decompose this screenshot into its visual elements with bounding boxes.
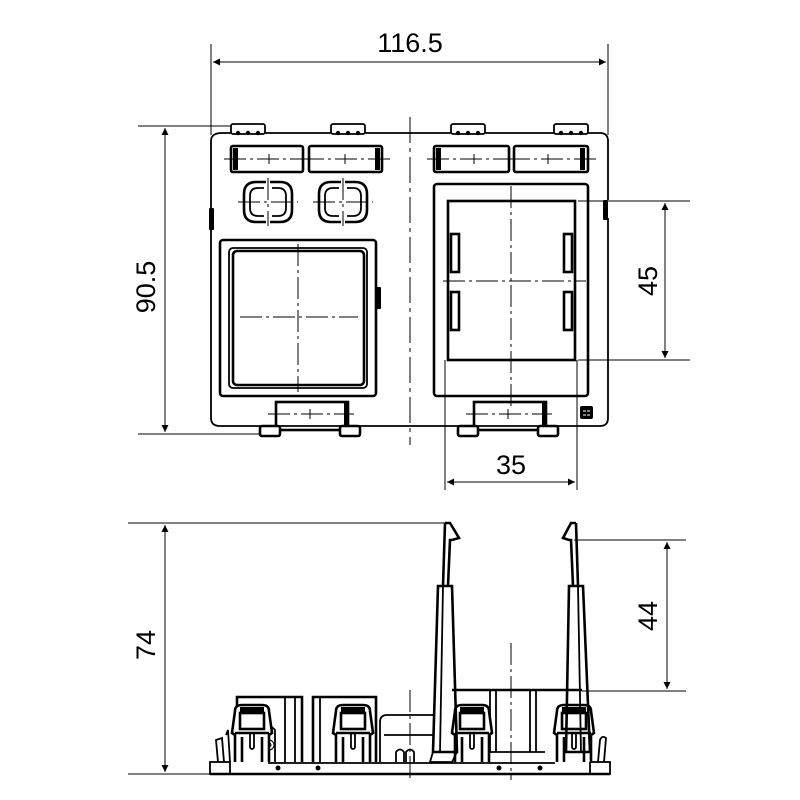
top-view: 116.5 90.5	[131, 28, 690, 490]
dimension-overall-height: 90.5	[131, 125, 262, 435]
dimension-label-module-width: 35	[496, 450, 526, 480]
dimension-label-side-height: 74	[131, 630, 161, 660]
side-tab-left-pin	[225, 729, 231, 763]
dimension-module-width: 35	[444, 360, 578, 490]
mounting-clip-right	[561, 521, 592, 754]
side-tab-right	[597, 735, 607, 763]
dimension-label-height: 90.5	[131, 261, 161, 314]
side-latch-right	[603, 200, 608, 220]
cable-entry-cutouts	[238, 178, 373, 226]
dimension-clip-height: 44	[574, 539, 686, 692]
mounting-clip-left	[428, 521, 461, 763]
module-right	[432, 182, 590, 410]
dimension-side-height: 74	[128, 522, 450, 775]
top-clips	[230, 123, 589, 136]
side-view: 74	[128, 521, 686, 780]
dimension-label-module-height: 45	[633, 266, 663, 296]
module-left	[218, 238, 381, 398]
marking-icon	[580, 406, 593, 419]
bottom-latches	[258, 400, 560, 438]
dimension-module-height: 45	[578, 200, 690, 361]
connector-blocks	[230, 703, 596, 762]
side-latch-left	[209, 208, 214, 230]
side-tab-left	[215, 736, 225, 763]
dimension-label-clip-height: 44	[633, 601, 663, 631]
dimension-overall-width: 116.5	[210, 28, 609, 135]
dimension-label-width: 116.5	[377, 28, 443, 58]
housing-outline	[210, 132, 609, 427]
top-slots	[224, 144, 596, 174]
